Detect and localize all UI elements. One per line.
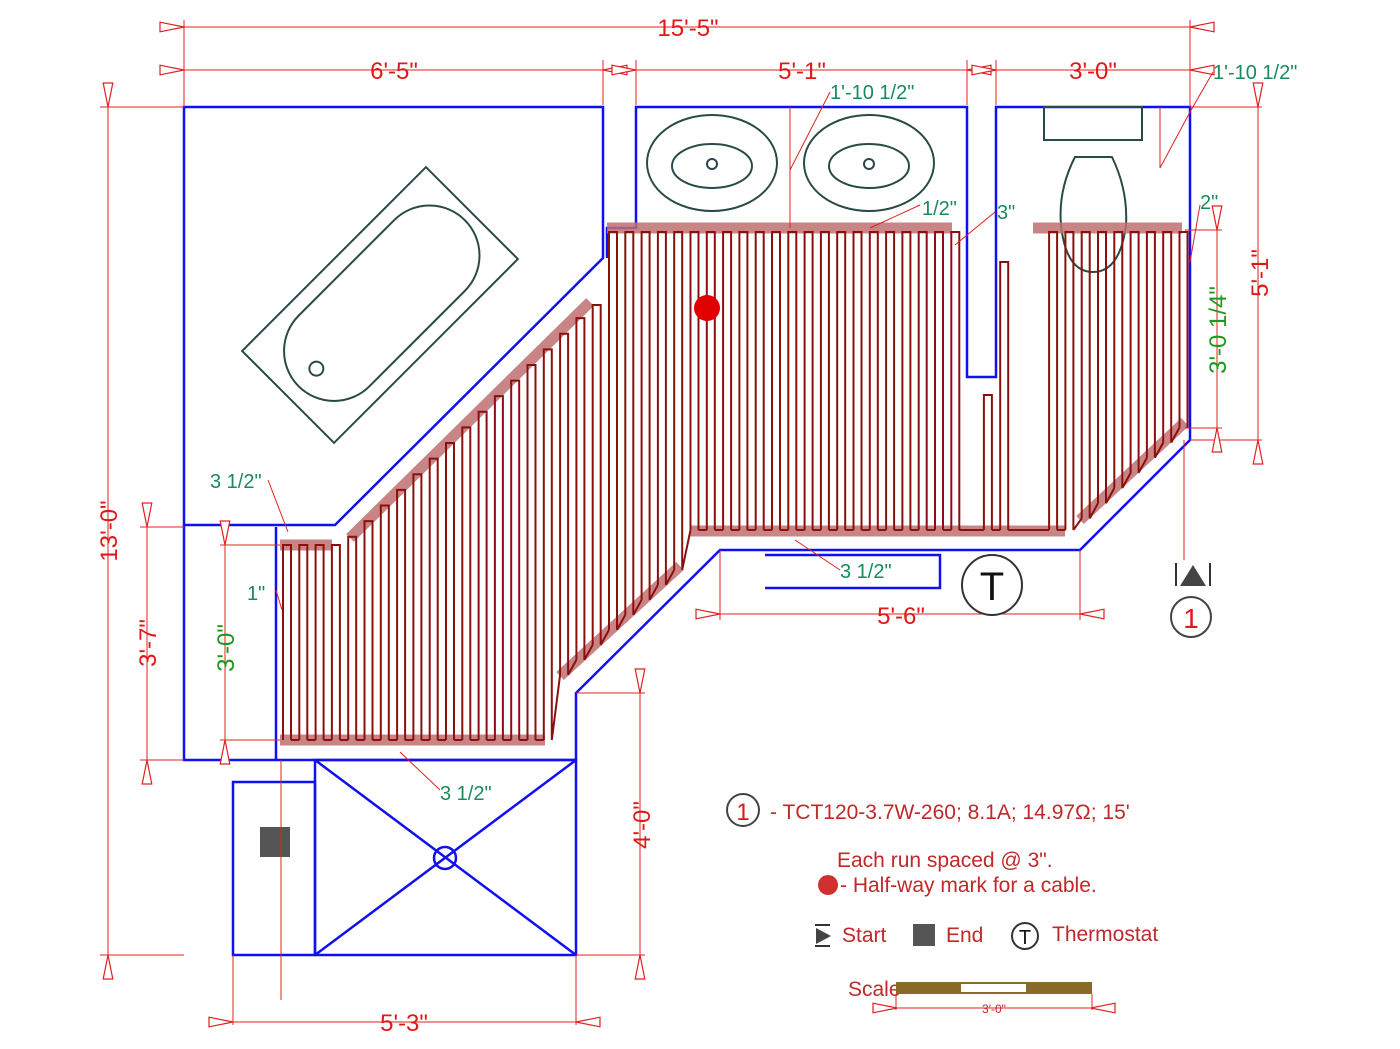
scale-label: Scale <box>848 978 901 1001</box>
legend-spacing-note: Each run spaced @ 3". <box>837 849 1053 872</box>
dim-overall-height: 13'-0" <box>96 500 123 561</box>
offset-bottom-mid: 3 1/2" <box>840 561 892 583</box>
legend-cable-number: 1 <box>736 799 749 826</box>
halfway-legend-icon <box>818 875 838 895</box>
legend-end: End <box>946 924 983 947</box>
legend: 1 - TCT120-3.7W-260; 8.1A; 14.97Ω; 15' E… <box>726 793 1158 1016</box>
heating-cable <box>282 231 1189 741</box>
end-marker <box>260 827 290 857</box>
dim-tub-width: 6'-5" <box>370 58 418 85</box>
start-legend-icon <box>815 924 830 947</box>
end-legend-icon <box>913 924 935 946</box>
dim-right-height: 5'-1" <box>1247 249 1274 297</box>
offset-left-top: 3 1/2" <box>210 471 262 493</box>
offset-one-inch: 1" <box>247 583 265 605</box>
cable-right-height: 3'-0 1/4" <box>1205 286 1232 374</box>
sink-right <box>803 114 935 212</box>
bathtub <box>240 165 520 445</box>
legend-start: Start <box>842 924 887 947</box>
offset-toilet: 1'-10 1/2" <box>1213 62 1297 84</box>
scale-length: 3'-0" <box>982 1002 1006 1016</box>
legend-thermostat: Thermostat <box>1052 923 1158 946</box>
dim-bottom-run: 5'-6" <box>877 603 925 630</box>
sink-left <box>646 114 778 212</box>
svg-text:1: 1 <box>1183 603 1199 634</box>
walls <box>182 105 1192 957</box>
legend-halfway-note: - Half-way mark for a cable. <box>840 874 1097 897</box>
dim-shower-width: 5'-3" <box>380 1010 428 1037</box>
dim-left-height: 3'-7" <box>135 619 162 667</box>
dim-toilet-width: 3'-0" <box>1069 58 1117 85</box>
dimension-lines <box>100 20 1264 1028</box>
thermostat-symbol: T <box>961 554 1023 616</box>
legend-cable-spec: - TCT120-3.7W-260; 8.1A; 14.97Ω; 15' <box>770 801 1130 824</box>
toilet <box>1043 106 1143 274</box>
halfway-mark <box>694 295 720 321</box>
offset-half-inch: 1/2" <box>922 198 957 220</box>
offset-bottom-left: 3 1/2" <box>440 783 492 805</box>
dim-shower-height: 4'-0" <box>629 801 656 849</box>
offset-two-inch: 2" <box>1200 192 1218 214</box>
offset-vanity: 1'-10 1/2" <box>830 82 914 104</box>
svg-text:T: T <box>1019 927 1031 949</box>
dim-overall-width: 15'-5" <box>657 15 718 42</box>
svg-text:T: T <box>980 565 1004 609</box>
cable-left-height: 3'-0" <box>213 624 240 672</box>
start-marker: 1 <box>1170 563 1212 638</box>
offset-three-inch: 3" <box>997 202 1015 224</box>
dim-vanity-width: 5'-1" <box>778 58 826 85</box>
thermostat-legend-icon <box>1011 922 1039 950</box>
